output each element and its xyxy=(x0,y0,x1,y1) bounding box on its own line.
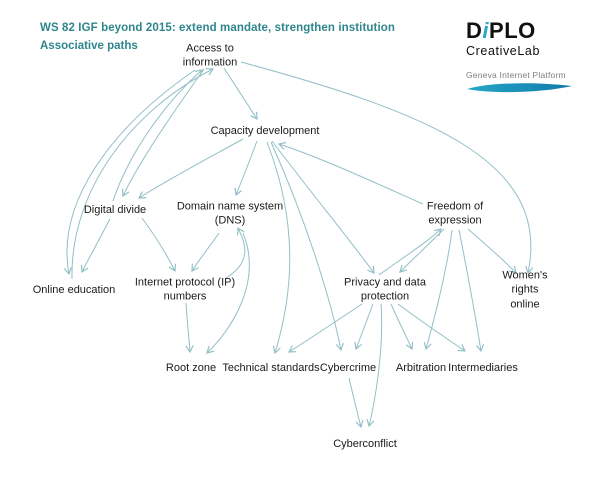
edge-dns->root xyxy=(206,232,250,354)
edge-capacity->tech xyxy=(266,141,291,355)
diplo-accent-i: i xyxy=(482,18,490,43)
node-access: Access to information xyxy=(182,42,238,69)
edge-privacy->intermediaries xyxy=(397,303,466,352)
edge-privacy->cyberconflict xyxy=(366,303,383,428)
node-online-ed: Online education xyxy=(32,283,116,296)
edge-ip->root xyxy=(185,302,194,354)
node-digital: Digital divide xyxy=(83,203,147,216)
edge-freedom->privacy xyxy=(399,228,445,273)
edge-freedom->capacity xyxy=(277,141,424,205)
node-cyberconflict: Cyberconflict xyxy=(333,437,397,450)
edge-capacity->digital xyxy=(138,138,244,199)
node-arbitration: Arbitration xyxy=(395,361,447,374)
node-tech: Technical standards xyxy=(222,361,320,374)
edge-online-ed->access xyxy=(71,68,215,280)
diplo-logo: DiPLO CreativeLab Geneva Internet Platfo… xyxy=(466,20,578,94)
edge-freedom->intermediaries xyxy=(458,229,485,353)
edge-dns->ip xyxy=(191,232,220,272)
logo-tagline-label: Geneva Internet Platform xyxy=(466,70,566,80)
edge-digital->ip xyxy=(141,217,176,273)
node-ip: Internet protocol (IP) numbers xyxy=(134,276,236,303)
node-freedom: Freedom of expression xyxy=(426,200,484,227)
edge-privacy->tech xyxy=(288,303,363,353)
edge-access->digital xyxy=(121,68,205,198)
edge-privacy->freedom xyxy=(378,228,442,276)
edge-digital->online-ed xyxy=(81,218,111,274)
edge-privacy->cybercrime xyxy=(354,303,374,351)
edge-access->online-ed xyxy=(63,69,196,276)
node-privacy: Privacy and data protection xyxy=(344,276,426,303)
edge-capacity->dns xyxy=(234,140,258,197)
node-dns: Domain name system (DNS) xyxy=(176,200,284,227)
edge-access->capacity xyxy=(223,67,258,120)
diplo-wordmark: DiPLO xyxy=(466,18,536,43)
logo-swoosh-icon xyxy=(467,83,572,93)
node-intermediaries: Intermediaries xyxy=(448,361,518,374)
edge-ip->dns xyxy=(225,226,246,279)
edge-freedom->arbitration xyxy=(423,229,453,351)
diagram-title: WS 82 IGF beyond 2015: extend mandate, s… xyxy=(40,22,395,34)
node-root: Root zone xyxy=(165,361,217,374)
logo-creativelab-label: CreativeLab xyxy=(466,44,541,58)
edge-access->womens xyxy=(240,61,534,275)
edge-capacity->privacy xyxy=(271,140,375,274)
node-womens: Women's rights online xyxy=(502,269,548,311)
edge-capacity->cybercrime xyxy=(270,141,344,352)
edge-cybercrime->cyberconflict xyxy=(348,377,364,429)
node-cybercrime: Cybercrime xyxy=(319,361,377,374)
edge-freedom->womens xyxy=(467,228,517,274)
diagram-subtitle: Associative paths xyxy=(40,40,138,52)
edge-privacy->arbitration xyxy=(390,303,414,351)
node-capacity: Capacity development xyxy=(210,124,320,137)
edge-digital->access xyxy=(112,69,203,202)
